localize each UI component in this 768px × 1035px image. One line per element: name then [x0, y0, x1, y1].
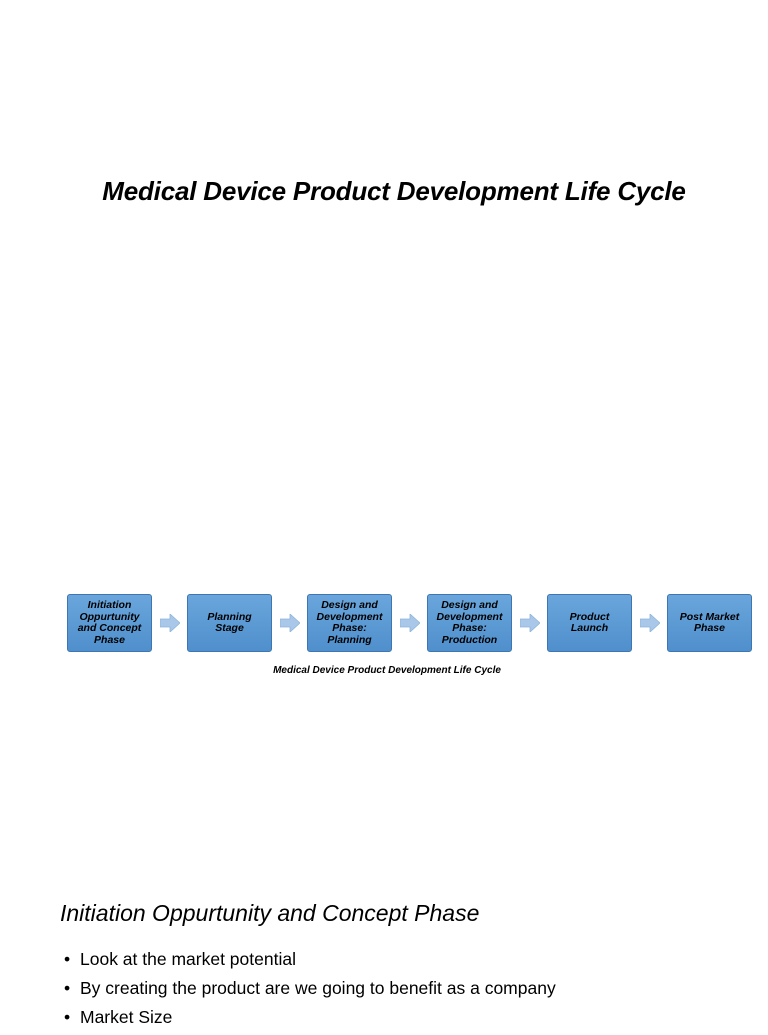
list-item: •Market Size	[64, 1007, 173, 1027]
step-label: Post Market Phase	[679, 610, 740, 634]
bullet-icon: •	[64, 949, 71, 969]
step-product-launch: Product Launch	[547, 594, 632, 652]
section-heading: Initiation Oppurtunity and Concept Phase	[60, 900, 480, 926]
step-design-production: Design and Development Phase: Production	[427, 594, 512, 652]
flow-arrow-icon	[400, 614, 420, 632]
flow-arrow-icon	[520, 614, 540, 632]
life-cycle-flow-diagram: Initiation Oppurtunity and Concept Phase…	[67, 594, 767, 654]
list-item: •Look at the market potential	[64, 949, 296, 969]
step-design-planning: Design and Development Phase: Planning	[307, 594, 392, 652]
step-post-market: Post Market Phase	[667, 594, 752, 652]
list-item: •By creating the product are we going to…	[64, 978, 556, 998]
bullet-list: •Look at the market potential •By creati…	[64, 948, 556, 1035]
flow-arrow-icon	[640, 614, 660, 632]
bullet-icon: •	[64, 1007, 71, 1027]
flow-arrow-icon	[160, 614, 180, 632]
document-title: Medical Device Product Development Life …	[102, 176, 686, 206]
step-label: Design and Development Phase: Planning	[316, 599, 383, 646]
step-planning-stage: Planning Stage	[187, 594, 272, 652]
step-initiation-concept: Initiation Oppurtunity and Concept Phase	[67, 594, 152, 652]
step-label: Product Launch	[569, 610, 610, 634]
flow-arrow-icon	[280, 614, 300, 632]
diagram-caption: Medical Device Product Development Life …	[273, 665, 501, 676]
step-label: Design and Development Phase: Production	[436, 599, 503, 646]
step-label: Initiation Oppurtunity and Concept Phase	[77, 599, 142, 646]
bullet-icon: •	[64, 978, 71, 998]
step-label: Planning Stage	[207, 610, 252, 634]
